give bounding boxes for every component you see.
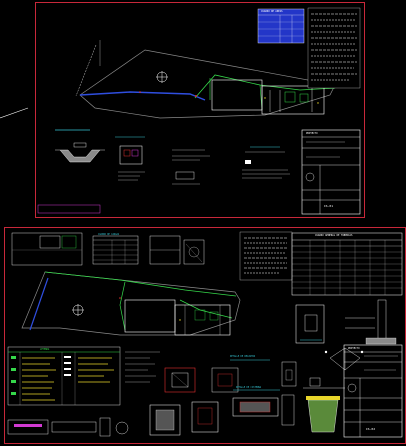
title-block-2-label: PROYECTO — [348, 347, 360, 350]
notes-block-2 — [125, 351, 160, 383]
title-block-1 — [301, 129, 361, 215]
spec-block-1 — [242, 146, 290, 179]
area-table-1 — [257, 8, 305, 44]
title-block-1-label: PROYECTO — [306, 132, 318, 135]
notes-text-1 — [307, 7, 361, 89]
detail-box-1 — [55, 129, 105, 163]
cargas-table-2 — [92, 235, 139, 265]
general-table-header: CUADRO GENERAL DE TUBERIAS — [315, 234, 353, 237]
drawing-sheet-2 — [4, 227, 406, 444]
site-plan-2 — [21, 271, 241, 336]
registro-detail-title: DETALLE DE REGISTRO — [230, 355, 256, 358]
footer-stamp-2 — [7, 417, 129, 437]
key-plan-2 — [11, 232, 83, 266]
legend-header: LEYENDA — [40, 348, 50, 351]
area-table-header: CUADRO DE AREAS — [261, 10, 283, 13]
detail-plan-2 — [149, 235, 205, 265]
tank-detail-2 — [303, 377, 345, 433]
legend-table-2 — [7, 346, 121, 406]
registro-detail-2 — [164, 359, 297, 393]
title-block-2 — [343, 344, 403, 438]
title-block-2-sheet: IS-02 — [366, 427, 376, 431]
notes-block-1 — [172, 149, 210, 185]
title-block-1-sheet: IS-01 — [324, 204, 334, 208]
isometric-details-2 — [295, 299, 397, 371]
cisterna-detail-title: DETALLE DE CISTERNA — [236, 386, 262, 389]
detail-box-2 — [115, 136, 145, 181]
drawing-sheet-1 — [35, 2, 365, 218]
cargas-table-header: CUADRO DE CARGAS — [98, 233, 120, 236]
cisterna-detail-2 — [149, 389, 295, 436]
site-plan-1 — [75, 40, 336, 119]
general-table-2 — [291, 232, 403, 296]
stamp-1 — [37, 204, 101, 214]
